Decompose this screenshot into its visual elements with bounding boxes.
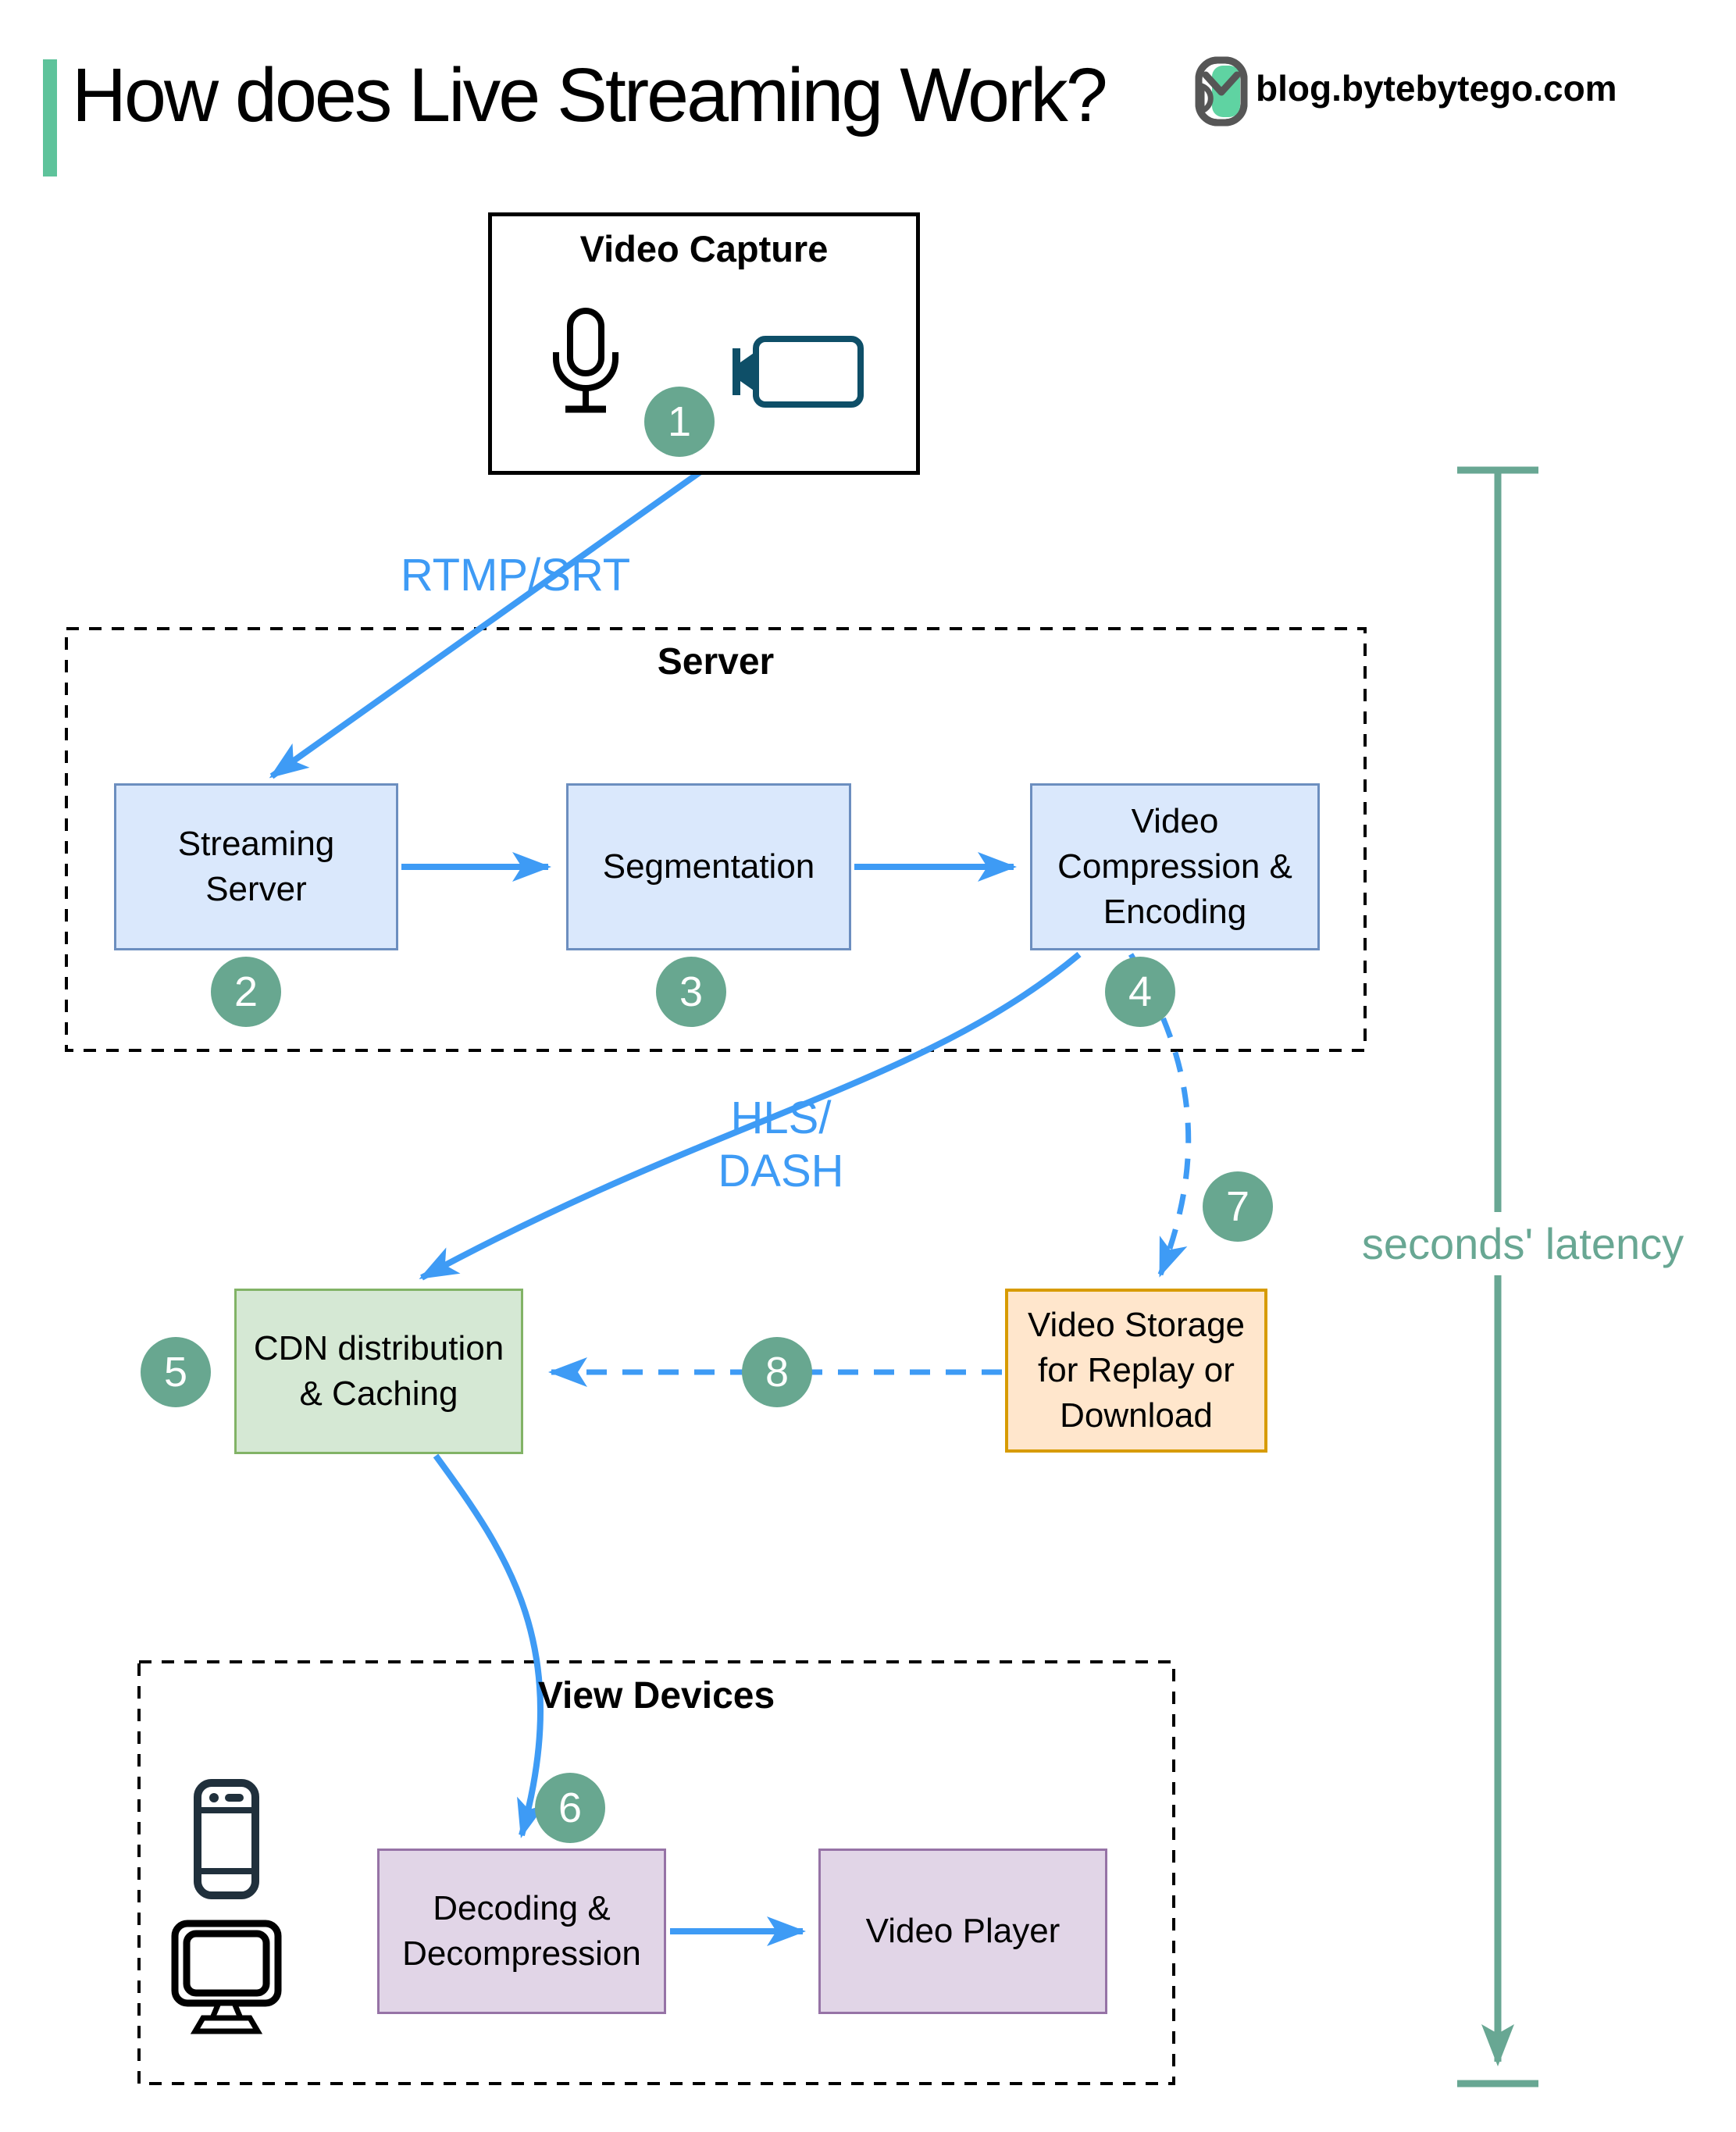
node-decoding-label: Decoding & Decompression [402, 1888, 641, 1973]
video-camera-icon [731, 334, 865, 413]
step-marker-7: 7 [1203, 1171, 1273, 1242]
step-marker-5: 5 [141, 1337, 211, 1407]
edge-label-delivery-protocol: HLS/ DASH [718, 1093, 844, 1197]
site-url: blog.bytebytego.com [1256, 68, 1617, 109]
step-marker-1: 1 [644, 387, 715, 457]
node-video-storage: Video Storage for Replay or Download [1005, 1289, 1267, 1453]
node-streaming-server-label: Streaming Server [177, 824, 335, 908]
node-video-storage-label: Video Storage for Replay or Download [1027, 1305, 1246, 1435]
edge-compression-to-cdn [419, 951, 1082, 1281]
page-title: How does Live Streaming Work? [72, 52, 1108, 137]
step-marker-3: 3 [656, 957, 726, 1027]
smartphone-icon [194, 1779, 259, 1903]
node-cdn: CDN distribution & Caching [234, 1289, 523, 1454]
node-video-player: Video Player [818, 1849, 1107, 2014]
step-marker-8: 8 [742, 1337, 812, 1407]
node-video-player-label: Video Player [865, 1911, 1060, 1950]
node-segmentation-label: Segmentation [602, 847, 815, 886]
microphone-icon [549, 307, 622, 422]
node-video-compression-label: Video Compression & Encoding [1057, 801, 1292, 932]
latency-measure-line [1457, 466, 1538, 2087]
node-video-compression: Video Compression & Encoding [1030, 783, 1320, 950]
monitor-icon [170, 1920, 283, 2039]
edge-capture-to-streaming-server [269, 467, 705, 779]
node-video-capture: Video Capture [488, 212, 920, 475]
view-devices-group-frame [137, 1660, 1175, 2085]
title-accent-bar [43, 59, 57, 176]
edge-cdn-to-decoding [433, 1453, 546, 1838]
edge-label-ingest-protocol: RTMP/SRT [400, 550, 631, 601]
node-segmentation: Segmentation [566, 783, 851, 950]
node-video-capture-label: Video Capture [579, 228, 829, 269]
step-marker-4: 4 [1105, 957, 1175, 1027]
step-marker-2: 2 [211, 957, 281, 1027]
node-cdn-label: CDN distribution & Caching [253, 1328, 504, 1413]
node-decoding: Decoding & Decompression [377, 1849, 666, 2014]
server-group-label: Server [657, 641, 775, 683]
latency-annotation: seconds' latency [1349, 1212, 1696, 1275]
view-devices-group-label: View Devices [537, 1675, 775, 1717]
bytebytego-logo-icon [1195, 56, 1248, 130]
node-streaming-server: Streaming Server [114, 783, 398, 950]
step-marker-6: 6 [535, 1773, 605, 1843]
